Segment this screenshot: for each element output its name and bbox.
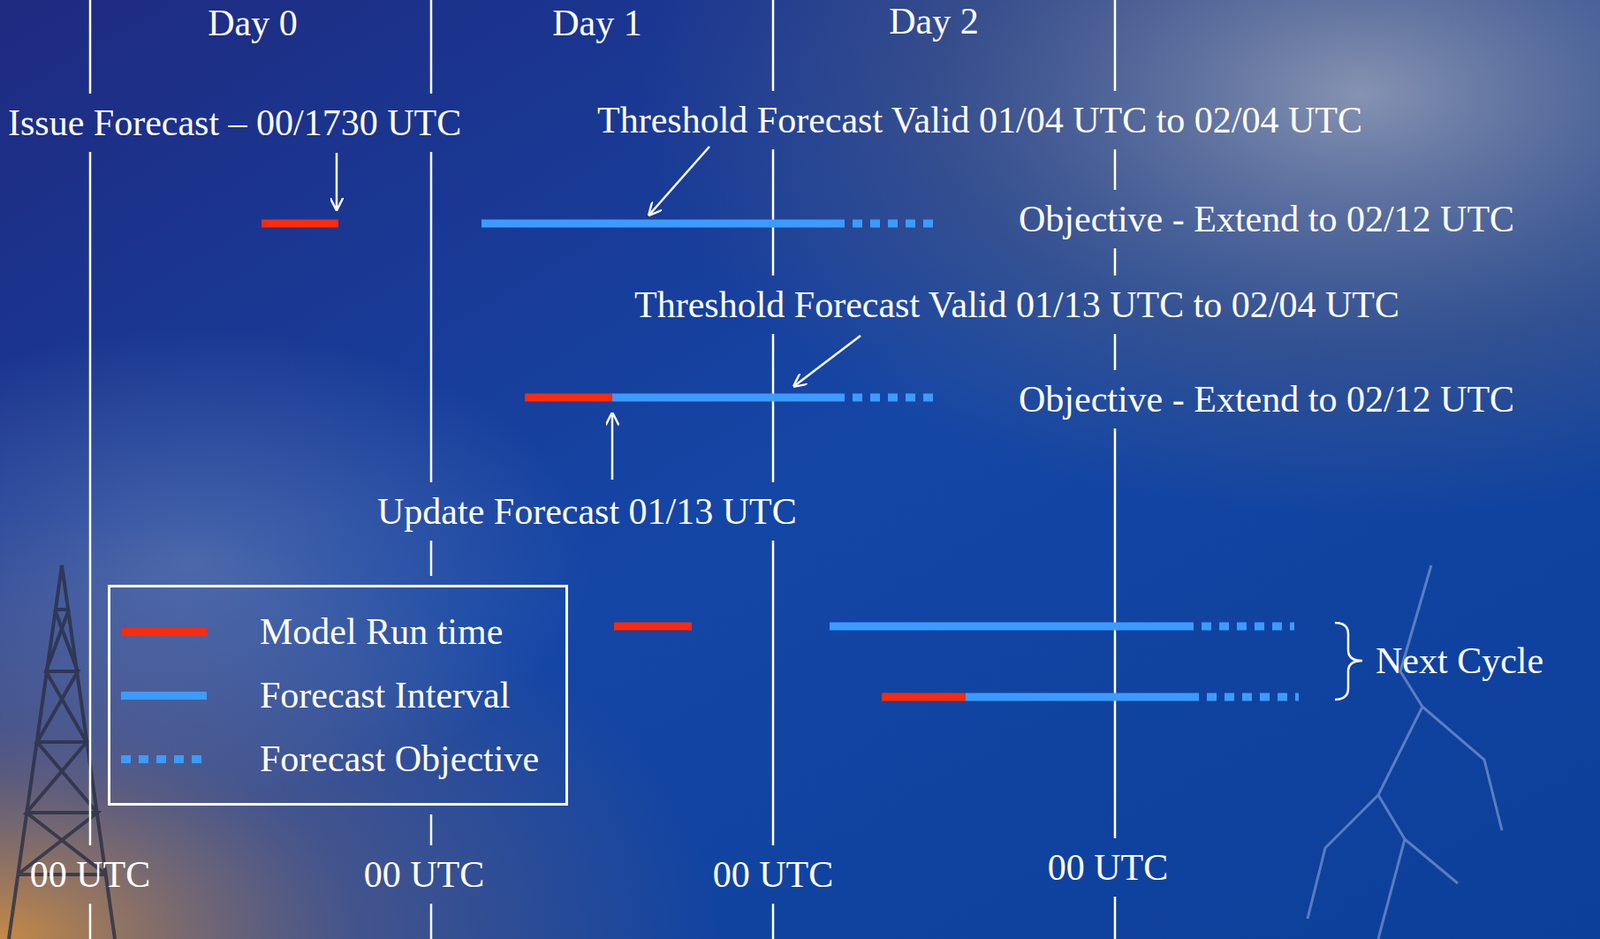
annotation: Threshold Forecast Valid 01/13 UTC to 02…: [634, 284, 1400, 326]
day-boundary-line: [1114, 333, 1117, 371]
day-boundary-line: [430, 814, 433, 846]
leader-arrow: [794, 335, 861, 387]
legend-entry: Forecast Objective: [121, 727, 539, 791]
day-boundary-line: [89, 903, 92, 939]
forecast-objective-bar: [1189, 693, 1299, 702]
legend-entry: Model Run time: [121, 599, 539, 664]
forecast-interval-bar: [612, 394, 835, 402]
annotation: Threshold Forecast Valid 01/04 UTC to 02…: [597, 99, 1363, 141]
annotation: Update Forecast 01/13 UTC: [377, 491, 797, 532]
day-boundary-line: [89, 0, 92, 94]
model-run-bar: [614, 622, 692, 631]
legend-swatch: [121, 628, 207, 637]
model-run-bar: [524, 394, 613, 402]
day-boundary-line: [772, 0, 775, 91]
legend-box: Model Run timeForecast IntervalForecast …: [107, 584, 569, 806]
day-boundary-line: [1114, 896, 1117, 939]
model-run-bar: [881, 693, 966, 702]
day-boundary-line: [772, 903, 775, 939]
forecast-interval-bar: [965, 693, 1190, 702]
leader-arrow: [649, 146, 710, 215]
day-boundary-line: [772, 540, 775, 846]
day-boundary-line: [1114, 149, 1117, 190]
forecast-interval-bar: [481, 219, 835, 228]
day-label: Day 1: [552, 2, 642, 44]
day-boundary-line: [89, 151, 92, 846]
brace: [1334, 622, 1363, 700]
day-boundary-line: [1114, 0, 1117, 91]
legend-text: Forecast Objective: [259, 737, 539, 781]
day-boundary-line: [430, 151, 433, 483]
annotation: Issue Forecast – 00/1730 UTC: [7, 102, 462, 144]
time-tick-label: 00 UTC: [30, 854, 152, 895]
legend-text: Forecast Interval: [259, 674, 510, 717]
day-label: Day 2: [888, 0, 979, 42]
lightning: [1307, 565, 1502, 939]
leader-arrow: [335, 152, 339, 210]
annotation: Objective - Extend to 02/12 UTC: [1018, 198, 1515, 240]
model-run-bar: [261, 219, 339, 228]
annotation: Objective - Extend to 02/12 UTC: [1018, 379, 1515, 420]
annotation: Next Cycle: [1375, 640, 1544, 682]
time-tick-label: 00 UTC: [363, 854, 486, 895]
time-tick-label: 00 UTC: [712, 854, 835, 895]
day-boundary-line: [430, 540, 433, 577]
forecast-objective-bar: [834, 394, 940, 402]
forecast-interval-bar: [829, 622, 1184, 631]
day-boundary-line: [430, 903, 433, 939]
forecast-objective-bar: [1183, 622, 1295, 631]
day-boundary-line: [772, 333, 775, 483]
leader-arrow: [611, 413, 615, 480]
day-boundary-line: [772, 149, 775, 276]
day-boundary-line: [1114, 248, 1117, 276]
day-boundary-line: [430, 0, 433, 94]
day-label: Day 0: [207, 2, 297, 44]
legend-text: Model Run time: [259, 610, 503, 653]
forecast-objective-bar: [834, 219, 940, 228]
legend-entry: Forecast Interval: [121, 663, 539, 728]
legend-swatch: [121, 755, 207, 764]
time-tick-label: 00 UTC: [1047, 847, 1169, 888]
legend-swatch: [121, 691, 207, 700]
day-boundary-line: [1114, 428, 1117, 839]
